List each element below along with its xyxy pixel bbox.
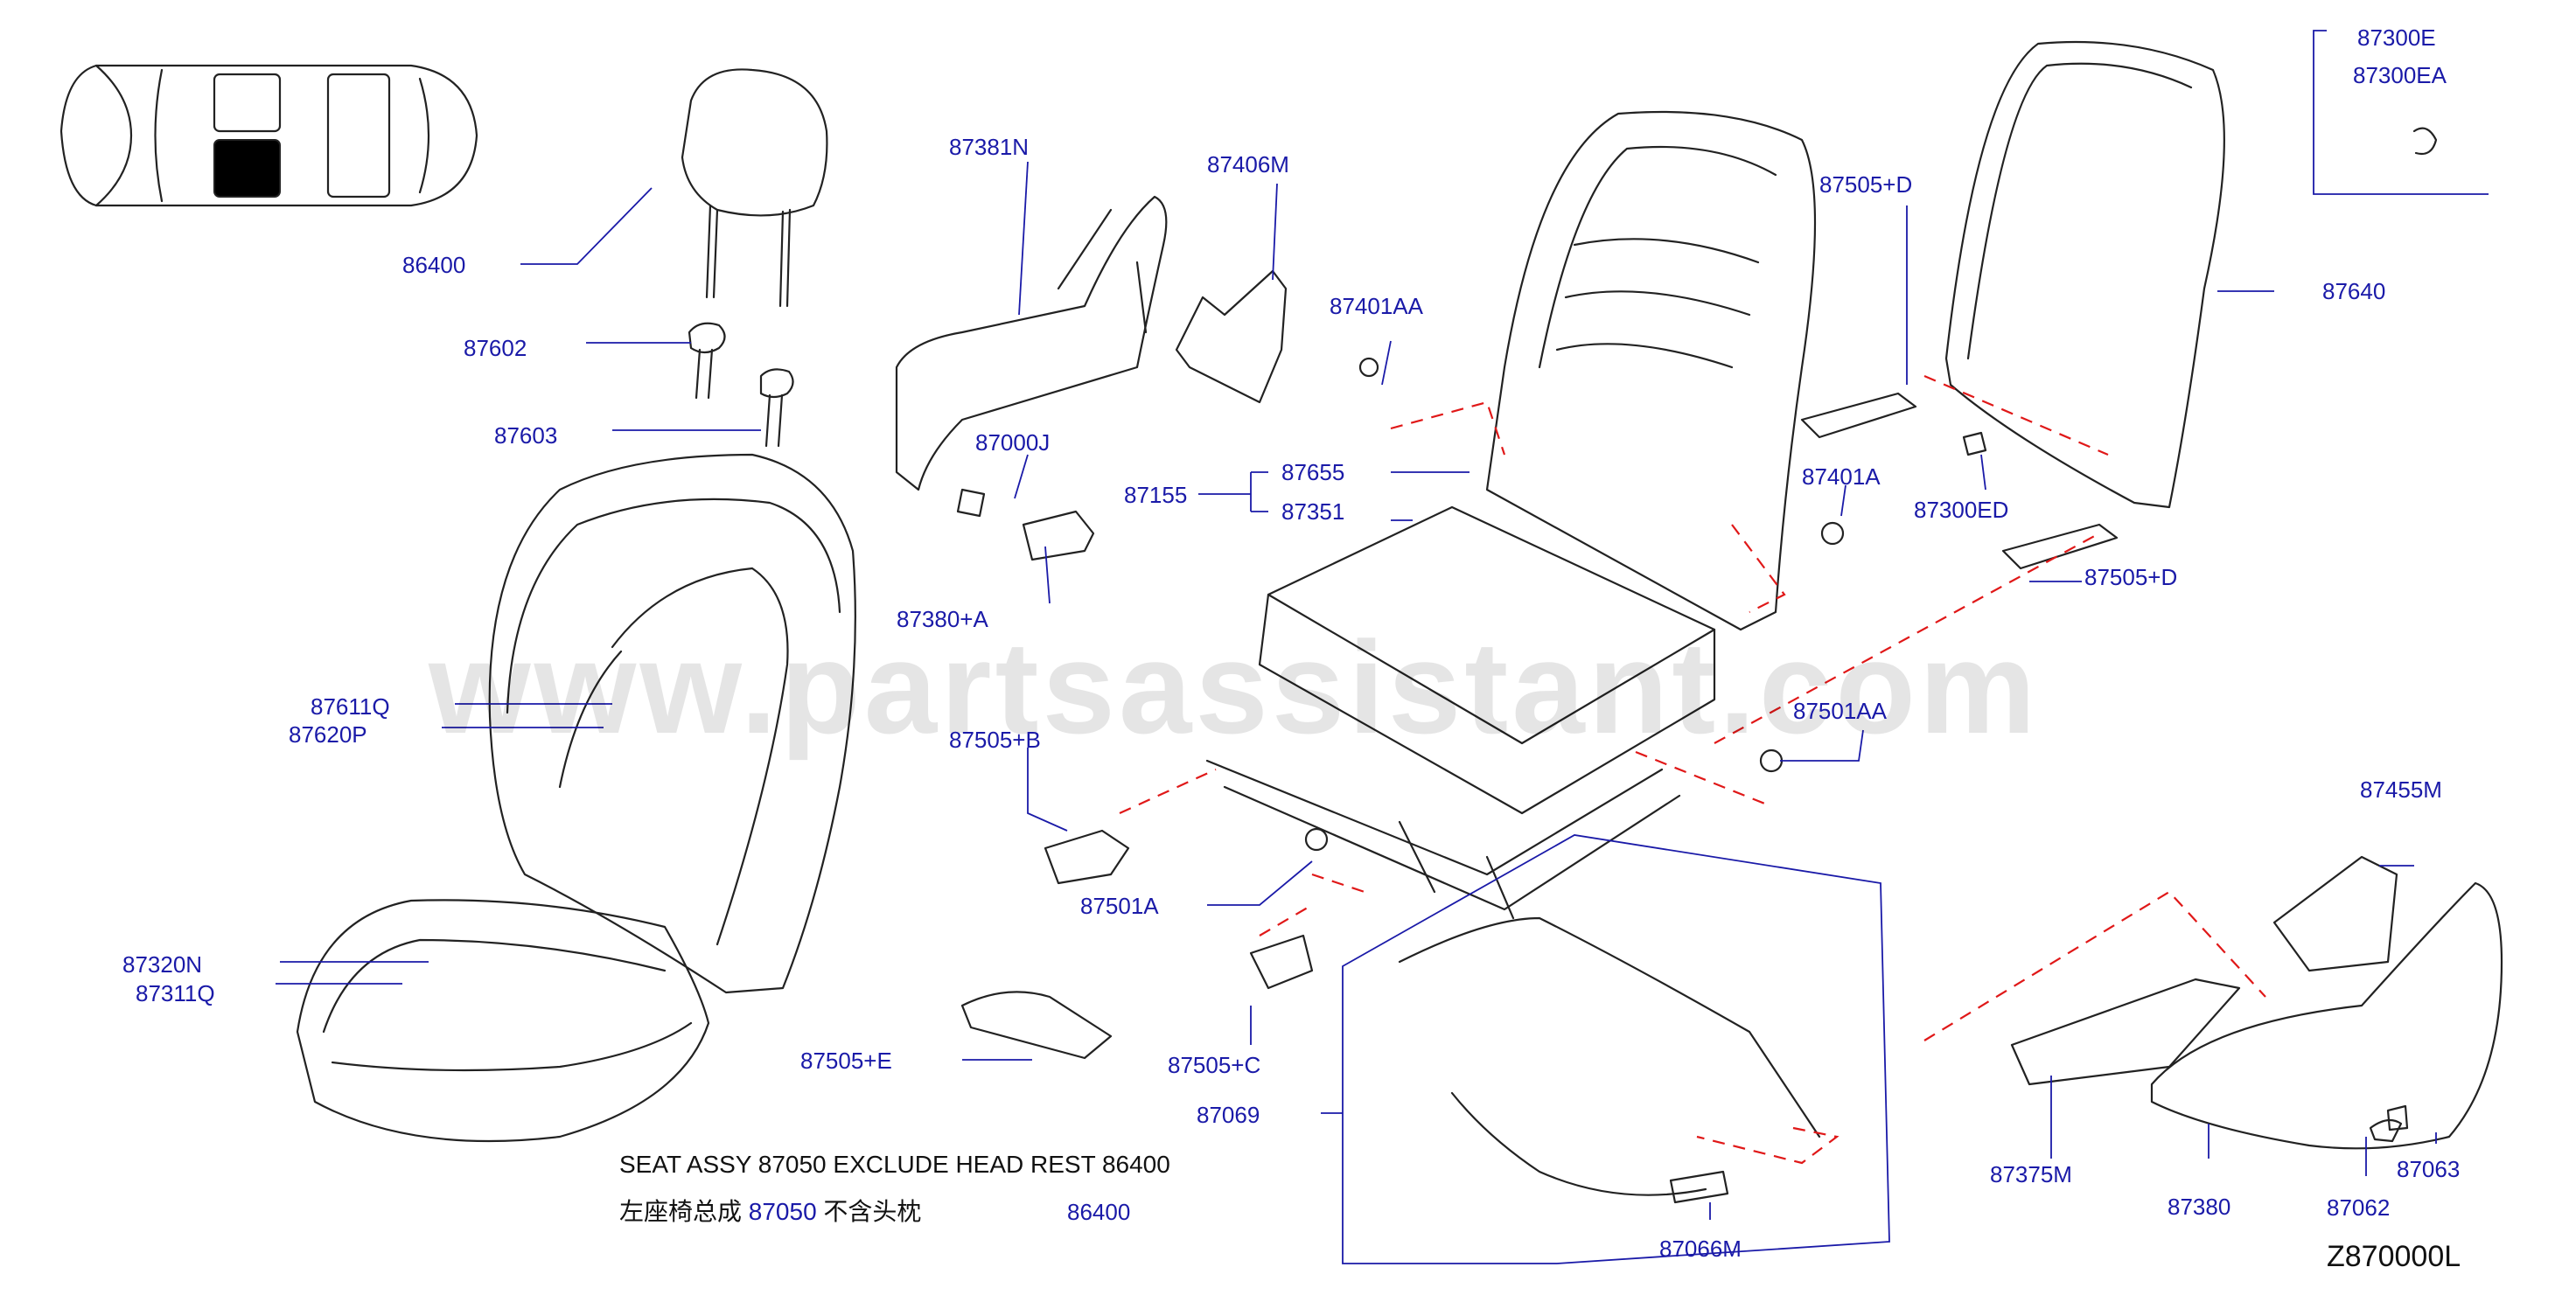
side-shield-drawing xyxy=(2010,855,2503,1150)
note-cn-headrest[interactable]: 86400 xyxy=(1067,1199,1131,1225)
note-cn-suffix: 不含头枕 xyxy=(816,1198,922,1225)
part-label-87401AA[interactable]: 87401AA xyxy=(1330,293,1423,319)
part-label-87380[interactable]: 87380 xyxy=(2168,1194,2231,1220)
headrest-drawing xyxy=(681,68,828,308)
part-label-87381N[interactable]: 87381N xyxy=(949,134,1030,160)
cushion-cover-drawing xyxy=(296,899,710,1143)
part-label-87069[interactable]: 87069 xyxy=(1197,1102,1260,1128)
small-parts-drawing xyxy=(956,127,2438,1204)
part-label-87066M[interactable]: 87066M xyxy=(1659,1236,1742,1262)
part-label-87655[interactable]: 87655 xyxy=(1281,459,1345,485)
part-label-87611Q[interactable]: 87611Q xyxy=(311,693,390,720)
part-label-87501A[interactable]: 87501A xyxy=(1080,893,1159,919)
part-label-87505E[interactable]: 87505+E xyxy=(800,1048,892,1074)
seat-assy-note: SEAT ASSY 87050 EXCLUDE HEAD REST 86400 xyxy=(619,1151,1170,1178)
part-label-87311Q[interactable]: 87311Q xyxy=(136,980,215,1006)
part-label-87602[interactable]: 87602 xyxy=(464,335,527,361)
part-label-87401A[interactable]: 87401A xyxy=(1802,463,1881,490)
part-label-87300ED[interactable]: 87300ED xyxy=(1914,497,2009,523)
part-label-87300E[interactable]: 87300E xyxy=(2357,24,2436,51)
part-label-87505D-top[interactable]: 87505+D xyxy=(1819,171,1913,198)
part-label-87000J[interactable]: 87000J xyxy=(975,429,1051,456)
part-label-87155[interactable]: 87155 xyxy=(1124,482,1188,508)
part-label-87455M[interactable]: 87455M xyxy=(2360,776,2442,803)
diagram-code: Z870000L xyxy=(2327,1240,2461,1273)
harness-outline xyxy=(1342,834,1890,1264)
bracket-drawing xyxy=(1175,269,1288,404)
part-label-87351[interactable]: 87351 xyxy=(1281,498,1345,525)
part-label-87505B[interactable]: 87505+B xyxy=(949,727,1041,753)
reference-dash-lines xyxy=(1119,374,2266,1165)
part-label-87320N[interactable]: 87320N xyxy=(122,951,203,978)
part-label-86400[interactable]: 86400 xyxy=(402,252,466,278)
part-label-87603[interactable]: 87603 xyxy=(494,422,558,449)
part-label-87300EA[interactable]: 87300EA xyxy=(2353,62,2447,88)
part-label-87375M[interactable]: 87375M xyxy=(1990,1161,2072,1187)
part-label-87620P[interactable]: 87620P xyxy=(289,721,367,748)
part-label-87062[interactable]: 87062 xyxy=(2327,1194,2391,1221)
seatback-cover-drawing xyxy=(488,453,856,994)
note-cn-prefix: 左座椅总成 xyxy=(619,1198,749,1225)
side-panel-drawing xyxy=(895,195,1168,491)
rail-covers-drawing xyxy=(1800,392,2119,570)
leader-lines xyxy=(276,30,2489,1220)
car-locator-icon xyxy=(59,64,478,207)
part-label-87501AA[interactable]: 87501AA xyxy=(1793,698,1887,724)
note-cn-part[interactable]: 87050 xyxy=(748,1198,817,1225)
part-label-87406M[interactable]: 87406M xyxy=(1207,151,1289,178)
part-label-87063[interactable]: 87063 xyxy=(2397,1156,2461,1182)
seat-assy-note-cn: 左座椅总成 87050 不含头枕 xyxy=(619,1200,921,1224)
part-label-87505D-mid[interactable]: 87505+D xyxy=(2084,564,2178,590)
seat-frame-drawing xyxy=(1205,110,1817,920)
headrest-guides-drawing xyxy=(688,322,794,448)
part-label-87640[interactable]: 87640 xyxy=(2322,278,2386,304)
part-label-87505C[interactable]: 87505+C xyxy=(1168,1052,1261,1078)
back-board-drawing xyxy=(1944,40,2225,509)
part-label-87380A[interactable]: 87380+A xyxy=(897,606,988,632)
